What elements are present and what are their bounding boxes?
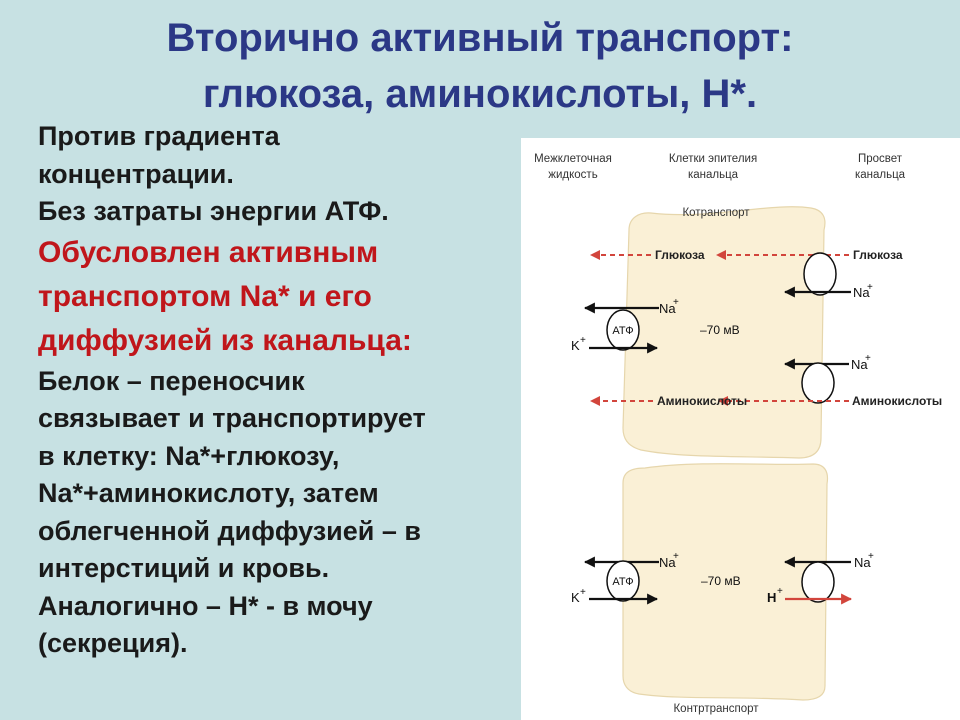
highlight-line: диффузией из канальца: <box>38 323 412 357</box>
highlight-line: транспортом Na* и его <box>38 279 372 313</box>
header-epithelial-cells: канальца <box>688 169 739 181</box>
text-line: Na*+аминокислоту, затем <box>38 478 379 508</box>
lower-epithelial-cell <box>622 463 829 701</box>
glucose-carrier <box>803 252 837 296</box>
text-line: связывает и транспортирует <box>38 403 426 433</box>
membrane-potential: –70 мВ <box>701 574 741 588</box>
na-label-pump: Na <box>659 301 676 316</box>
header-epithelial-cells: Клетки эпителия <box>669 153 757 165</box>
text-line: облегченной диффузией – в <box>38 515 421 546</box>
atp-label: АТФ <box>612 325 633 337</box>
k-label: K <box>571 590 580 605</box>
atp-pump <box>606 560 640 602</box>
amino-acid-label-cell: Аминокислоты <box>657 394 747 408</box>
amino-acid-carrier <box>801 362 835 404</box>
text-line: Без затраты энергии АТФ. <box>38 196 389 226</box>
header-intercellular-fluid: жидкость <box>548 169 597 181</box>
na-label-lumen: Na <box>853 285 870 300</box>
text-line: (секреция). <box>38 628 188 658</box>
k-plus: + <box>580 587 586 598</box>
na-plus: + <box>673 551 679 562</box>
label-cotransport: Котранспорт <box>682 207 750 219</box>
text-line: в клетку: Na*+глюкозу, <box>38 440 340 471</box>
na-plus: + <box>867 282 873 293</box>
header-tubule-lumen: канальца <box>855 169 906 181</box>
na-plus: + <box>673 297 679 308</box>
slide-title: Вторично активный транспорт: глюкоза, ам… <box>0 10 960 122</box>
header-tubule-lumen: Просвет <box>858 153 903 165</box>
k-plus: + <box>580 335 586 346</box>
glucose-label-lumen: Глюкоза <box>853 248 903 262</box>
transport-diagram: Межклеточная жидкость Клетки эпителия ка… <box>521 138 960 720</box>
body-text: Против градиента концентрации. Без затра… <box>38 118 518 663</box>
title-line-1: Вторично активный транспорт: <box>166 16 794 60</box>
highlight-line: Обусловлен активным <box>38 235 379 269</box>
na-label-lumen: Na <box>851 357 868 372</box>
transport-diagram-svg: Межклеточная жидкость Клетки эпителия ка… <box>534 153 942 715</box>
atp-pump <box>606 309 640 351</box>
na-label-lumen: Na <box>854 555 871 570</box>
label-countertransport: Контртранспорт <box>673 703 759 715</box>
upper-epithelial-cell <box>622 206 826 459</box>
amino-acid-label-lumen: Аминокислоты <box>852 394 942 408</box>
text-line: Аналогично – Н* - в мочу <box>38 590 373 621</box>
membrane-potential: –70 мВ <box>700 323 740 337</box>
na-plus: + <box>865 353 871 364</box>
na-label-pump: Na <box>659 555 676 570</box>
na-plus: + <box>868 551 874 562</box>
h-antiporter <box>801 561 835 603</box>
text-line: концентрации. <box>38 158 234 189</box>
h-label: H <box>767 590 776 605</box>
glucose-label-cell: Глюкоза <box>655 248 705 262</box>
text-line: интерстиций и кровь. <box>38 553 330 583</box>
text-line: Против градиента <box>38 121 280 151</box>
header-intercellular-fluid: Межклеточная <box>534 153 612 165</box>
h-plus: + <box>777 586 783 597</box>
title-line-2: глюкоза, аминокислоты, Н*. <box>202 72 758 116</box>
k-label: K <box>571 338 580 353</box>
text-line: Белок – переносчик <box>38 365 305 396</box>
atp-label: АТФ <box>612 576 633 588</box>
